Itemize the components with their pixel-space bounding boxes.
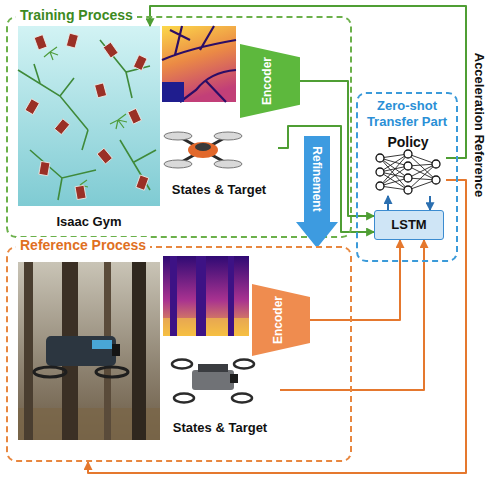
depth-image xyxy=(163,256,249,336)
obstacle-panel xyxy=(25,99,39,115)
obstacle-panel xyxy=(75,185,86,199)
network-neuron xyxy=(404,150,412,158)
transfer-region: Zero-shot Transfer PartPolicyLSTM xyxy=(356,92,458,262)
network-link xyxy=(380,154,436,190)
connector xyxy=(310,240,400,320)
obstacle-panel xyxy=(97,148,112,164)
depth-trunk xyxy=(228,256,234,336)
node-label: LSTM xyxy=(375,217,443,233)
drone-guard xyxy=(232,394,252,403)
drone-guard xyxy=(34,367,66,377)
drone-top xyxy=(198,364,228,372)
obstacle-panel xyxy=(103,42,118,58)
network-neuron xyxy=(432,176,440,184)
node-label: Zero-shot Transfer Part xyxy=(361,98,453,129)
drone-rotor xyxy=(214,132,242,140)
depth-image xyxy=(162,26,236,102)
connector xyxy=(300,81,374,216)
process-region: Training ProcessIsaac GymEncoderStates &… xyxy=(6,16,352,238)
simulator-panel: Isaac Gym xyxy=(18,26,160,232)
refinement-arrow-fill xyxy=(296,136,338,248)
obstacle-panel xyxy=(66,33,78,48)
simulator-scene xyxy=(18,26,160,206)
depth-branch xyxy=(162,26,236,102)
encoder-block: Encoder xyxy=(252,284,310,356)
state-panel: States & Target xyxy=(160,124,278,200)
obstacle-panel xyxy=(39,161,50,175)
drone-top xyxy=(195,143,211,151)
node-label: States & Target xyxy=(160,420,280,436)
drone-guard xyxy=(96,367,128,377)
obstacle-panel xyxy=(136,175,149,190)
obstacle-panel xyxy=(95,83,107,98)
node-label: Isaac Gym xyxy=(18,214,160,230)
drone-arm xyxy=(178,136,228,164)
node-label: Refinement xyxy=(310,146,324,211)
pine-needles xyxy=(44,47,127,193)
network-neuron xyxy=(404,162,412,170)
forest-photo xyxy=(18,262,160,440)
node-label: States & Target xyxy=(160,182,278,198)
refinement-arrow: Refinement xyxy=(296,136,338,248)
tree-branch xyxy=(18,40,156,200)
node-label: Encoder xyxy=(271,296,285,344)
drone-guard xyxy=(234,360,254,369)
node-label: Reference Process xyxy=(16,237,150,254)
network-neuron xyxy=(376,168,384,176)
network-neuron xyxy=(376,154,384,162)
obstacle-panel xyxy=(34,35,47,50)
obstacle-panel xyxy=(133,55,147,71)
tree-trunk xyxy=(132,262,146,440)
drone-camera xyxy=(112,344,120,356)
network-neuron xyxy=(404,174,412,182)
connector xyxy=(88,180,466,473)
connector xyxy=(429,196,431,210)
network-neuron xyxy=(404,186,412,194)
obstacle-panel xyxy=(54,119,69,135)
state-panel: States & Target xyxy=(160,350,280,438)
node-label: Training Process xyxy=(16,7,137,24)
tree-trunk xyxy=(24,262,33,440)
drone-camera xyxy=(230,374,238,383)
network-neuron xyxy=(376,182,384,190)
process-region: Reference ProcessEncoderStates & Target xyxy=(6,246,352,462)
drone-body xyxy=(46,336,116,366)
drone-guard xyxy=(172,360,192,369)
drone-body xyxy=(188,142,218,158)
obstacle-panel xyxy=(128,108,142,124)
encoder-block-fill xyxy=(252,284,310,356)
connector xyxy=(150,6,466,158)
drone-guard xyxy=(174,394,194,403)
drone-rotor xyxy=(214,160,242,168)
node-label: Policy xyxy=(373,134,443,151)
node-label: Encoder xyxy=(260,57,274,105)
encoder-block: Encoder xyxy=(240,44,300,118)
lstm-box: LSTM xyxy=(374,210,444,240)
encoder-block-fill xyxy=(240,44,300,118)
drone-accent xyxy=(92,340,112,349)
network-neuron xyxy=(432,160,440,168)
vertical-label: Acceleration Reference xyxy=(471,53,487,198)
connector xyxy=(387,196,389,210)
depth-obstacle xyxy=(162,82,184,102)
drone-rotor xyxy=(164,132,192,140)
drone-rotor xyxy=(164,160,192,168)
drone-body xyxy=(192,370,234,390)
depth-trunk xyxy=(196,256,206,336)
policy-network: Policy xyxy=(370,130,446,196)
depth-trunk xyxy=(170,256,177,336)
